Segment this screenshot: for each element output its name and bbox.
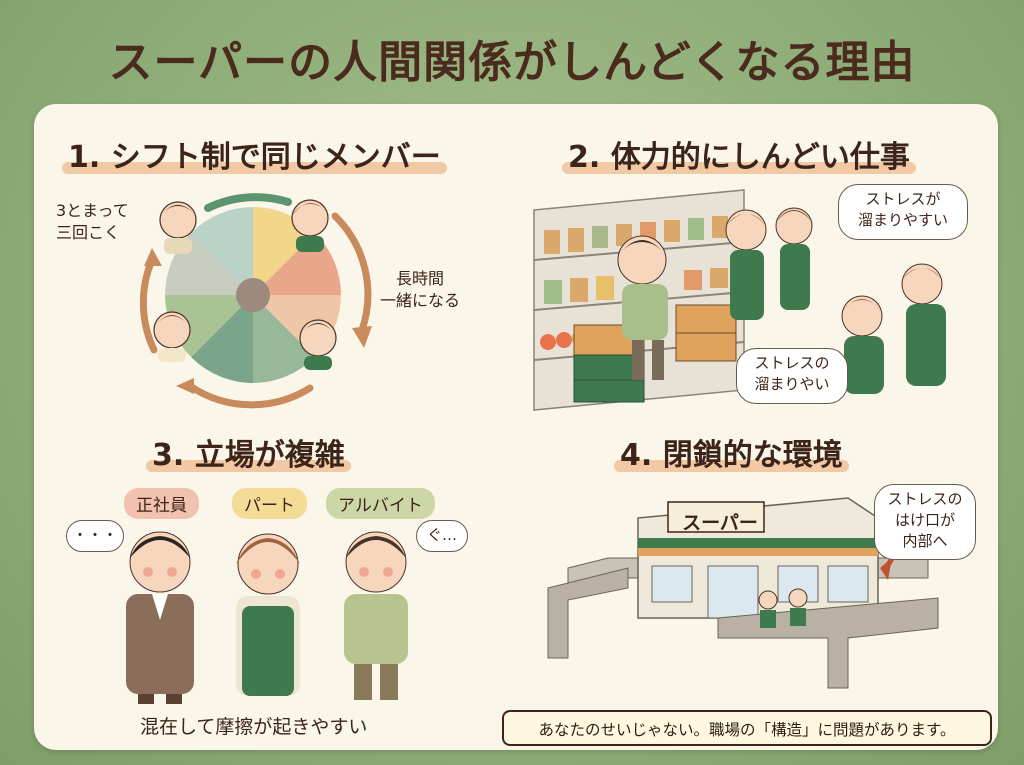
section-3-caption: 混在して摩擦が起きやすい	[140, 716, 368, 738]
cycle-arrow-bottom-icon	[186, 382, 314, 409]
person-icon	[291, 199, 330, 252]
person-icon	[236, 533, 300, 696]
role-arbeit: アルバイト	[326, 488, 435, 519]
footer-note: あなたのせいじゃない。職場の「構造」に問題があります。	[502, 710, 992, 746]
person-icon	[126, 531, 194, 704]
person-icon	[841, 295, 884, 394]
section-2-heading-text: 2. 体力的にしんどい仕事	[568, 140, 910, 175]
person-icon	[299, 319, 337, 370]
label-right: 長時間 一緒になる	[380, 269, 461, 310]
person-icon	[901, 263, 946, 386]
shelf-illustration	[533, 189, 946, 411]
shift-wheel	[139, 193, 372, 409]
section-4-heading-text: 4. 閉鎖的な環境	[620, 438, 843, 473]
person-icon	[617, 235, 668, 380]
section-3-heading: 3. 立場が複雑	[146, 430, 351, 474]
person-icon	[775, 207, 813, 310]
person-icon	[344, 531, 408, 700]
stress-bubble-top: ストレスが 溜まりやすい	[838, 184, 968, 240]
person-icon	[159, 201, 197, 254]
section-4-heading: 4. 閉鎖的な環境	[614, 430, 849, 474]
page-title: スーパーの人間関係がしんどくなる理由	[108, 37, 916, 88]
thought-bubble-right: ぐ…	[416, 520, 468, 552]
section-1-heading: 1. シフト制で同じメンバー	[62, 132, 447, 176]
section-2-heading: 2. 体力的にしんどい仕事	[562, 132, 916, 176]
cycle-arrow-right-icon	[331, 212, 372, 334]
store-building-icon	[547, 497, 939, 689]
store-sign: スーパー	[682, 512, 758, 534]
three-workers-illustration	[126, 531, 408, 704]
role-full-time: 正社員	[124, 488, 199, 519]
section-1-heading-text: 1. シフト制で同じメンバー	[68, 140, 441, 175]
section-3-heading-text: 3. 立場が複雑	[152, 438, 345, 473]
person-icon	[725, 209, 767, 320]
wall-icon	[547, 567, 629, 659]
role-part-time: パート	[232, 488, 307, 519]
cycle-arrow-left-icon	[139, 256, 158, 354]
person-icon	[153, 311, 191, 362]
thought-bubble-left: ・・・	[66, 520, 124, 552]
stress-outlet-bubble: ストレスの はけ口が 内部へ	[874, 484, 976, 560]
stress-bubble-bottom: ストレスの 溜まりやい	[736, 348, 848, 404]
label-left: 3とまって 三回こく	[56, 201, 129, 242]
top-arc-icon	[204, 193, 292, 212]
